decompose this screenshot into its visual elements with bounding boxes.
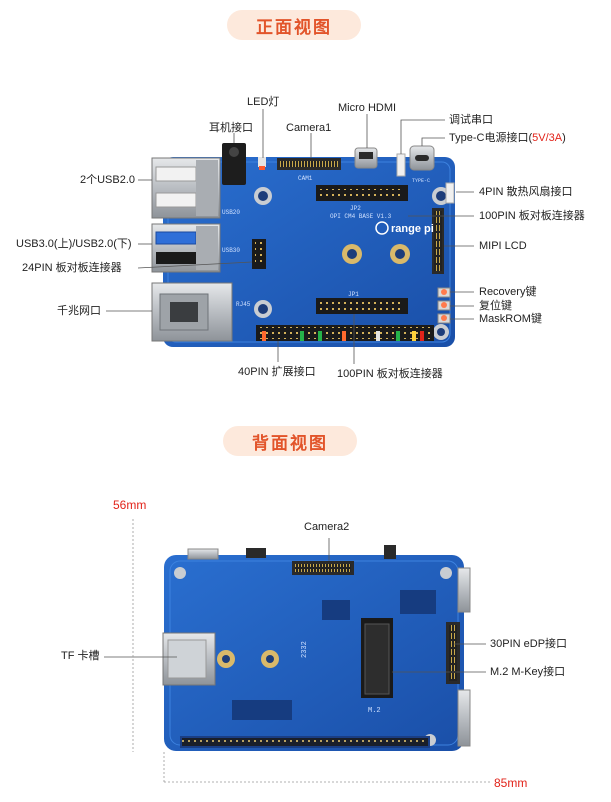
usb30-silk: USB30	[222, 247, 240, 254]
label-b2b-24: 24PIN 板对板连接器	[22, 262, 122, 274]
label-tf-slot: TF 卡槽	[61, 650, 100, 662]
ethernet-port	[151, 282, 233, 342]
led-indicator	[258, 157, 266, 167]
brand-logo: range pi	[391, 223, 434, 235]
m2-silk: M.2	[368, 707, 381, 715]
front-board: range pi OPI CM4 BASE V1.3 CAM1 JP2 JP1 …	[151, 143, 455, 347]
front-leader-lines	[106, 109, 474, 364]
label-gpio-40: 40PIN 扩展接口	[238, 366, 316, 378]
back-view-title: 背面视图	[223, 426, 357, 456]
usb2-port	[151, 157, 221, 219]
label-mipi-lcd: MIPI LCD	[479, 240, 527, 252]
jp2-silk: JP2	[350, 205, 361, 212]
front-view-title: 正面视图	[227, 10, 361, 40]
label-ethernet: 千兆网口	[57, 305, 101, 317]
label-reset: 复位键	[479, 300, 512, 312]
label-maskrom: MaskROM键	[479, 313, 542, 325]
board-version-silk: OPI CM4 BASE V1.3	[330, 213, 392, 220]
buttons	[437, 287, 451, 324]
label-m2: M.2 M-Key接口	[490, 666, 566, 678]
label-micro-hdmi: Micro HDMI	[338, 102, 397, 114]
label-fan: 4PIN 散热风扇接口	[479, 186, 573, 198]
dimension-height: 56mm	[113, 498, 147, 512]
label-usb2: 2个USB2.0	[80, 174, 136, 186]
debug-uart-header	[396, 153, 406, 177]
cam1-silk: CAM1	[298, 175, 313, 182]
fan-header	[445, 182, 455, 204]
label-edp: 30PIN eDP接口	[490, 638, 568, 650]
label-recovery: Recovery键	[479, 286, 537, 298]
back-board: M.2 2332	[162, 545, 471, 751]
usb20-silk: USB20	[222, 209, 240, 216]
usb3-port	[151, 223, 221, 273]
label-debug-uart: 调试串口	[449, 114, 493, 126]
label-camera2: Camera2	[304, 521, 350, 533]
typec-power-value: 5V/3A	[532, 132, 563, 144]
jp1-silk: JP1	[348, 291, 359, 298]
dimension-width: 85mm	[494, 776, 528, 790]
label-usb3: USB3.0(上)/USB2.0(下)	[16, 238, 132, 250]
label-b2b-100-bottom: 100PIN 板对板连接器	[337, 368, 443, 380]
back-code-silk: 2332	[301, 641, 309, 658]
label-b2b-100-right: 100PIN 板对板连接器	[479, 210, 585, 222]
label-earphone: 耳机接口	[209, 122, 253, 134]
label-led: LED灯	[247, 96, 280, 108]
back-leader-lines	[104, 538, 486, 673]
label-typec: Type-C电源接口(5V/3A)	[449, 132, 566, 144]
rj45-silk: RJ45	[236, 301, 251, 308]
typec-silk: TYPE-C	[412, 178, 430, 184]
dimension-lines	[132, 519, 490, 783]
label-camera1: Camera1	[286, 122, 332, 134]
gpio-40pin-header	[256, 325, 434, 341]
earphone-jack	[222, 143, 246, 185]
